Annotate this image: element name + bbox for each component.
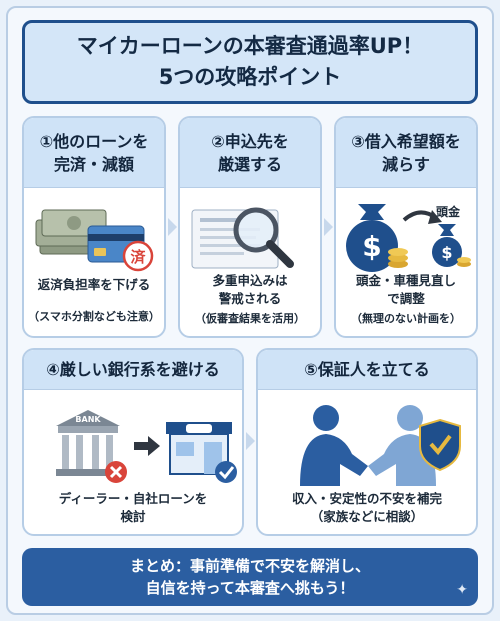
card-1-heading-line-2: 完済・減額 xyxy=(53,154,134,174)
right-arrow-icon xyxy=(134,436,160,456)
arrow-2-3 xyxy=(324,218,333,236)
card-5-text-block: 収入・安定性の不安を補完 （家族などに相談） xyxy=(258,490,476,526)
card-3-heading: ③借入希望額を 減らす xyxy=(336,118,476,188)
card-4: ④厳しい銀行系を避ける BANK xyxy=(22,348,244,536)
card-1-heading: ①他のローンを 完済・減額 xyxy=(24,118,164,188)
large-money-bag-icon: $ xyxy=(346,204,408,272)
reject-mark-icon xyxy=(105,461,127,483)
paid-stamp-text: 済 xyxy=(130,248,146,266)
arrow-1-2 xyxy=(168,218,177,236)
bank-icon: BANK xyxy=(56,410,120,476)
card-1: ①他のローンを 完済・減額 済 返済負担率を下げる （スマホ分割なども注意） xyxy=(22,116,166,338)
card-2-heading-line-1: ②申込先を xyxy=(211,131,289,151)
card-1-text: 返済負担率を下げる xyxy=(37,277,151,292)
card-2-note-block: （仮審査結果を活用） xyxy=(180,310,320,327)
handshake-shield-icon xyxy=(300,405,461,486)
card-2: ②申込先を 厳選する 多重申込みは 警戒される （仮審査結果を活用） xyxy=(178,116,322,338)
card-2-note: （仮審査結果を活用） xyxy=(195,312,305,325)
card-5: ⑤保証人を立てる 収入・安定性の不安を補完 （家族などに相談） xyxy=(256,348,478,536)
card-3: ③借入希望額を 減らす $ 頭金 $ 頭金・車種見直し で調整 （無理のない計画… xyxy=(334,116,478,338)
card-2-text-line-2: 警戒される xyxy=(218,291,282,306)
sparkle-icon: ✦ xyxy=(456,582,468,598)
card-4-text-line-2: 検討 xyxy=(120,509,146,524)
person-right-icon xyxy=(368,405,436,486)
bank-to-dealer-icon: BANK xyxy=(56,410,237,483)
svg-text:$: $ xyxy=(441,243,452,262)
card-5-text-line-2: （家族などに相談） xyxy=(310,509,424,524)
card-5-heading-line-1: ⑤保証人を立てる xyxy=(304,360,430,379)
card-2-text-line-1: 多重申込みは xyxy=(212,273,288,288)
magnifier-icon xyxy=(233,207,294,268)
summary-line-2: 自信を持って本審査へ挑もう！ xyxy=(145,579,355,597)
card-3-note-block: （無理のない計画を） xyxy=(336,310,476,327)
card-1-note: （スマホ分割なども注意） xyxy=(28,310,160,323)
title-box: マイカーローンの本審査通過率UP！ 5つの攻略ポイント xyxy=(22,20,478,104)
down-payment-label: 頭金 xyxy=(436,204,461,219)
card-5-heading: ⑤保証人を立てる xyxy=(258,350,476,390)
card-1-text-block: 返済負担率を下げる xyxy=(24,276,164,294)
approve-check-icon xyxy=(215,461,237,483)
card-1-note-block: （スマホ分割なども注意） xyxy=(24,308,164,325)
card-2-text-block: 多重申込みは 警戒される xyxy=(180,272,320,308)
summary-banner: まとめ：事前準備で不安を解消し、 自信を持って本審査へ挑もう！ ✦ xyxy=(22,548,478,606)
paid-stamp-icon: 済 xyxy=(122,240,154,272)
magnifier-document-icon xyxy=(191,207,294,269)
card-1-heading-line-1: ①他のローンを xyxy=(39,131,149,151)
shield-icon xyxy=(419,418,461,472)
card-4-text-block: ディーラー・自社ローンを 検討 xyxy=(24,490,242,526)
summary-line-1: まとめ：事前準備で不安を解消し、 xyxy=(129,557,370,575)
title-line-2: 5つの攻略ポイント xyxy=(158,65,342,89)
card-2-heading-line-2: 厳選する xyxy=(217,154,282,174)
person-left-icon xyxy=(300,405,368,486)
arrow-4-5 xyxy=(246,432,255,450)
title-line-1: マイカーローンの本審査通過率UP！ xyxy=(76,34,424,58)
card-4-text-line-1: ディーラー・自社ローンを xyxy=(58,491,208,506)
card-5-text-line-1: 収入・安定性の不安を補完 xyxy=(291,491,442,506)
card-3-text-line-1: 頭金・車種見直し xyxy=(355,273,456,288)
bank-label: BANK xyxy=(75,415,101,424)
card-2-heading: ②申込先を 厳選する xyxy=(180,118,320,188)
money-bag-icon: $ 頭金 $ xyxy=(346,204,471,272)
card-3-heading-line-2: 減らす xyxy=(382,154,430,174)
card-4-heading: ④厳しい銀行系を避ける xyxy=(24,350,242,390)
card-4-heading-line-1: ④厳しい銀行系を避ける xyxy=(46,360,220,379)
card-3-text-block: 頭金・車種見直し で調整 xyxy=(336,272,476,308)
money-and-card-icon: 済 xyxy=(35,209,154,272)
card-3-text-line-2: で調整 xyxy=(387,291,425,306)
small-money-bag-icon: $ xyxy=(432,224,471,267)
card-3-heading-line-1: ③借入希望額を xyxy=(351,131,461,151)
svg-text:$: $ xyxy=(362,230,381,263)
card-3-note: （無理のない計画を） xyxy=(351,312,461,325)
